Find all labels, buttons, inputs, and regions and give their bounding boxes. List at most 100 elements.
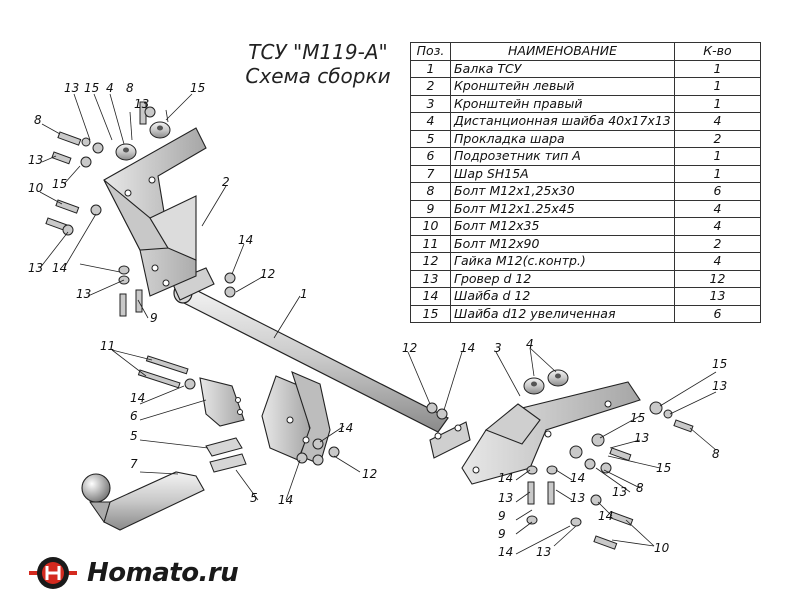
- callout-13: 13: [64, 81, 79, 95]
- header-pos: Поз.: [410, 42, 451, 61]
- callout-2: 2: [222, 175, 230, 189]
- row-pos: 8: [410, 182, 451, 201]
- row-pos: 14: [410, 287, 451, 306]
- row-name: Болт M12x1.25x45: [450, 199, 675, 218]
- callout-14: 14: [130, 391, 145, 405]
- row-pos: 6: [410, 147, 451, 166]
- callout-14: 14: [598, 509, 613, 523]
- callout-14: 14: [238, 233, 253, 247]
- row-qty: 6: [674, 182, 761, 201]
- row-qty: 2: [674, 234, 761, 253]
- callout-15: 15: [52, 177, 67, 191]
- callout-4: 4: [526, 337, 534, 351]
- tow-ball-part-7: [81, 471, 205, 531]
- socket-plate-part-6: [199, 377, 245, 427]
- row-name: Кронштейн правый: [450, 94, 675, 113]
- callout-labels: 1 2 3 4 4 5 5 6 7 8 8 8 8 9 9 9 10 10 11…: [28, 81, 727, 559]
- row-qty: 1: [674, 164, 761, 183]
- row-qty: 13: [674, 287, 761, 306]
- callout-5: 5: [250, 491, 258, 505]
- row-qty: 6: [674, 304, 761, 323]
- row-name: Шайба d 12: [450, 287, 675, 306]
- callout-9: 9: [498, 527, 506, 541]
- callout-13: 13: [76, 287, 91, 301]
- row-pos: 12: [410, 252, 451, 271]
- row-qty: 4: [674, 112, 761, 131]
- row-name: Дистанционная шайба 40x17x13: [450, 112, 675, 131]
- callout-13: 13: [634, 431, 649, 445]
- ball-gaskets-part-5: [205, 437, 247, 473]
- callout-13: 13: [536, 545, 551, 559]
- callout-3: 3: [494, 341, 502, 355]
- beam-part-1: [171, 267, 471, 465]
- row-pos: 7: [410, 164, 451, 183]
- callout-13: 13: [28, 261, 43, 275]
- homato-logo-text: Homato.ru: [87, 558, 239, 588]
- callout-13: 13: [712, 379, 727, 393]
- leader-lines: [39, 93, 717, 555]
- title-subtitle: Схема сборки: [245, 64, 391, 88]
- callout-15: 15: [712, 357, 727, 371]
- callout-10: 10: [28, 181, 44, 195]
- row-qty: 1: [674, 147, 761, 166]
- row-pos: 5: [410, 129, 451, 148]
- callout-13: 13: [498, 491, 513, 505]
- row-qty: 4: [674, 252, 761, 271]
- callout-14: 14: [278, 493, 293, 507]
- callout-15: 15: [190, 81, 205, 95]
- header-name: НАИМЕНОВАНИЕ: [450, 42, 675, 61]
- row-name: Гровер d 12: [450, 269, 675, 288]
- row-name: Болт M12x35: [450, 217, 675, 236]
- row-pos: 2: [410, 77, 451, 96]
- homato-logo: Homato.ru: [25, 553, 239, 593]
- callout-7: 7: [130, 457, 138, 471]
- callout-12: 12: [402, 341, 417, 355]
- row-name: Шар SH15A: [450, 164, 675, 183]
- callout-13: 13: [28, 153, 43, 167]
- title-model: ТСУ "M119-A": [248, 40, 388, 64]
- left-bracket-part-2: [103, 127, 207, 297]
- callout-15: 15: [656, 461, 671, 475]
- row-name: Болт M12x90: [450, 234, 675, 253]
- right-bracket-part-3: [461, 381, 641, 485]
- row-name: Прокладка шара: [450, 129, 675, 148]
- callout-9: 9: [498, 509, 506, 523]
- callout-4: 4: [106, 81, 114, 95]
- row-pos: 9: [410, 199, 451, 218]
- callout-13: 13: [570, 491, 585, 505]
- row-qty: 1: [674, 94, 761, 113]
- callout-5: 5: [130, 429, 138, 443]
- homato-logo-icon: [29, 557, 77, 589]
- row-name: Балка ТСУ: [450, 59, 675, 78]
- callout-9: 9: [150, 311, 158, 325]
- callout-14: 14: [498, 545, 513, 559]
- callout-8: 8: [712, 447, 720, 461]
- row-pos: 10: [410, 217, 451, 236]
- row-qty: 12: [674, 269, 761, 288]
- callout-6: 6: [130, 409, 138, 423]
- header-qty: К-во: [674, 42, 761, 61]
- row-pos: 4: [410, 112, 451, 131]
- row-name: Шайба d12 увеличенная: [450, 304, 675, 323]
- callout-10: 10: [654, 541, 670, 555]
- callout-14: 14: [498, 471, 513, 485]
- callout-1: 1: [300, 287, 308, 301]
- callout-8: 8: [636, 481, 644, 495]
- callout-14: 14: [570, 471, 585, 485]
- callout-13: 13: [134, 97, 149, 111]
